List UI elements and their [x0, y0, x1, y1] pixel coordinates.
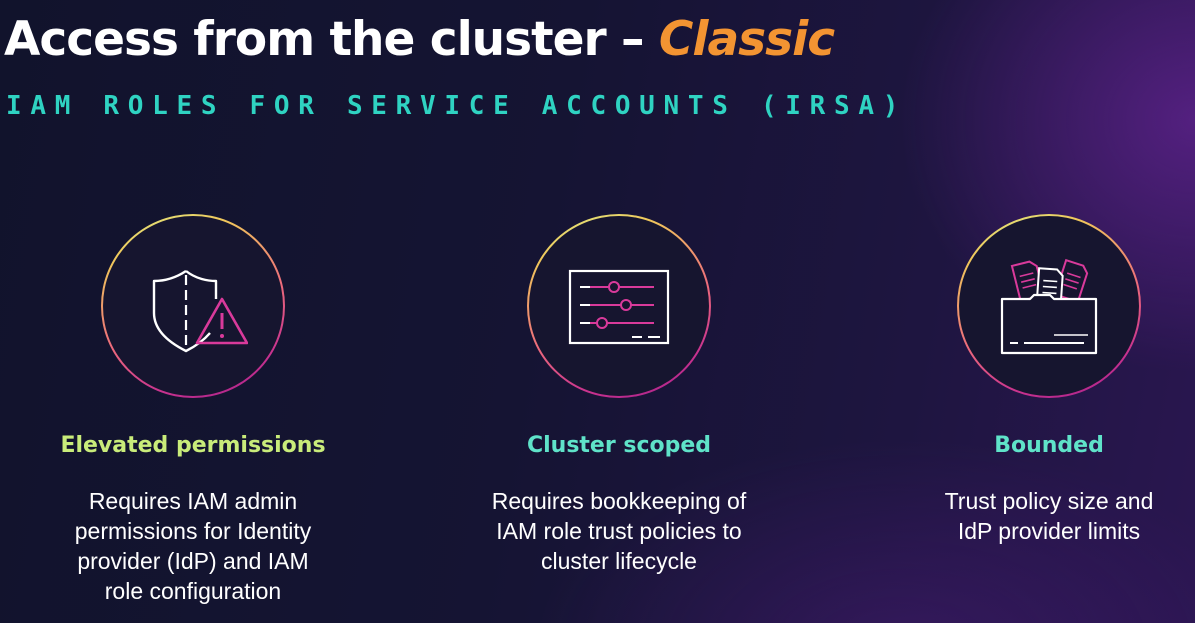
icon-ring	[527, 214, 711, 398]
title-main: Access from the cluster –	[4, 12, 659, 67]
column-description: Requires IAM admin permissions for Ident…	[74, 488, 312, 604]
icon-ring	[957, 214, 1141, 398]
column-description: Requires bookkeeping of IAM role trust p…	[491, 488, 747, 574]
shield-warning-icon	[152, 269, 248, 353]
column-cluster-scoped: Cluster scoped Requires bookkeeping of I…	[439, 214, 799, 576]
column-heading: Elevated permissions	[60, 433, 326, 458]
folder-documents-icon	[1000, 258, 1098, 355]
column-heading: Cluster scoped	[526, 433, 712, 458]
icon-ring	[101, 214, 285, 398]
column-elevated-permissions: Elevated permissions Requires IAM admin …	[13, 214, 373, 606]
title-accent: Classic	[658, 12, 835, 67]
slide-subtitle: IAM ROLES FOR SERVICE ACCOUNTS (IRSA)	[6, 91, 908, 121]
slide-title: Access from the cluster – Classic	[4, 8, 835, 72]
column-description: Trust policy size and IdP provider limit…	[944, 488, 1154, 544]
sliders-panel-icon	[568, 269, 670, 345]
column-heading: Bounded	[994, 433, 1104, 458]
column-bounded: Bounded Trust policy size and IdP provid…	[869, 214, 1195, 546]
